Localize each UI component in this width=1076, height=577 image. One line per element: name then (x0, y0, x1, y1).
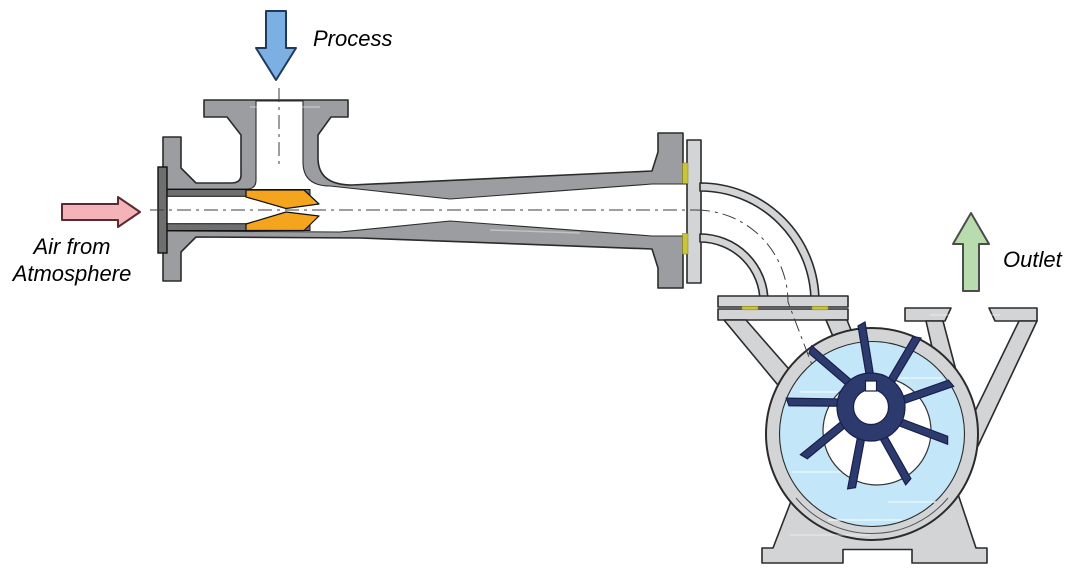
air-label-line2: Atmosphere (12, 261, 132, 286)
centerline-elbow (695, 209, 813, 366)
outlet-arrow-icon (952, 212, 990, 292)
elbow-inlet-flange (686, 139, 702, 284)
centerlines (150, 88, 813, 366)
elbow-inner-wall (699, 233, 769, 303)
air-from-atmosphere-label: Air from Atmosphere (0, 233, 147, 287)
gasket (741, 306, 759, 311)
flange-gaskets (682, 162, 829, 311)
casing-rim-line (795, 497, 949, 534)
gasket (682, 162, 689, 184)
air-label-line1: Air from (33, 234, 111, 259)
process-label: Process (313, 26, 393, 51)
process-arrow-icon (255, 10, 297, 81)
metal-streaks (168, 106, 1000, 536)
pump-inlet-flange (717, 308, 849, 321)
pump-outlet-flange-left (904, 307, 952, 322)
outlet-label: Outlet (1003, 247, 1062, 272)
gasket (811, 306, 829, 311)
shaft-keyway (864, 380, 878, 392)
liquid-streaks (792, 377, 942, 521)
elbow-outlet-flange (717, 295, 849, 308)
shaft-hole (852, 388, 890, 426)
impeller (784, 321, 956, 492)
nozzle-lower-half (245, 211, 320, 232)
nozzle-upper-half (245, 189, 320, 210)
motive-nozzle (245, 189, 320, 232)
air-inlet-arrow-icon (61, 196, 141, 228)
gasket (682, 233, 689, 255)
